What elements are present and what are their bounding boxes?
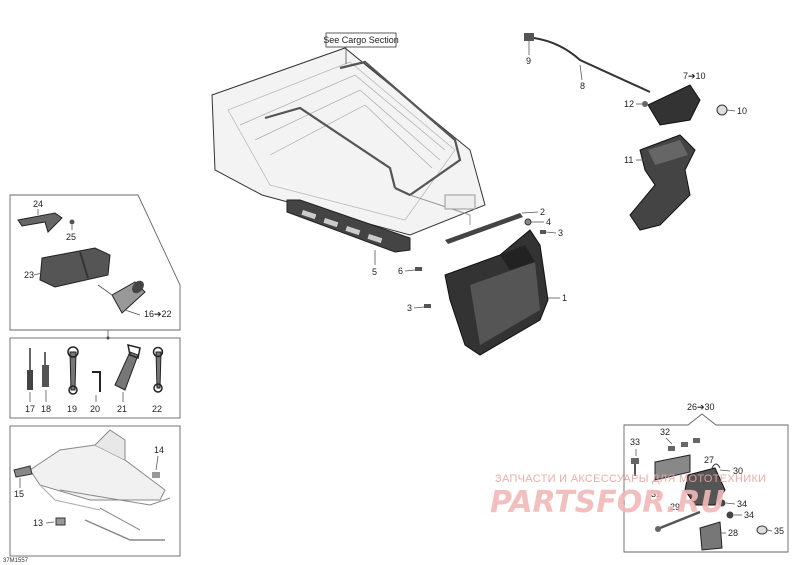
part-23-tool-bag: 23 bbox=[24, 247, 111, 288]
label-29: 29 bbox=[670, 502, 680, 512]
label-32: 32 bbox=[660, 427, 670, 437]
part-31-plate: 31 bbox=[651, 454, 691, 499]
part-6-screw: 6 bbox=[398, 266, 422, 276]
label-11: 11 bbox=[624, 155, 633, 165]
label-20: 20 bbox=[90, 404, 100, 414]
label-16: 16➔22 bbox=[144, 309, 172, 319]
part-33-bolt: 33 bbox=[630, 437, 640, 476]
label-35: 35 bbox=[774, 526, 784, 536]
label-27: 27 bbox=[704, 455, 714, 465]
label-30: 30 bbox=[733, 466, 743, 476]
part-22-wrench: 22 bbox=[152, 346, 164, 414]
toolkit-panel bbox=[9, 194, 181, 331]
part-30-pin: 30 bbox=[711, 463, 743, 476]
part-27-hitch-body: 27 bbox=[684, 455, 726, 506]
part-20-hex-key: 20 bbox=[90, 371, 101, 414]
label-6: 6 bbox=[398, 266, 403, 276]
callout-label: See Cargo Section bbox=[323, 35, 399, 45]
part-34-nuts: 34 34 bbox=[718, 499, 754, 520]
label-21: 21 bbox=[117, 404, 127, 414]
label-19: 19 bbox=[67, 404, 77, 414]
part-11-housing: 11 bbox=[624, 134, 696, 231]
part-28-bracket: 28 bbox=[699, 521, 738, 551]
label-31: 31 bbox=[651, 489, 661, 499]
label-17: 17 bbox=[25, 404, 35, 414]
label-7: 7➔10 bbox=[683, 71, 706, 81]
label-3-lower: 3 bbox=[407, 303, 412, 313]
tools-panel bbox=[9, 337, 181, 419]
label-1: 1 bbox=[562, 293, 567, 303]
label-10: 10 bbox=[737, 106, 747, 116]
label-28: 28 bbox=[728, 528, 738, 538]
label-13: 13 bbox=[33, 518, 43, 528]
watermark-line1: ЗАПЧАСТИ И АКСЕССУАРЫ ДЛЯ МОТОТЕХНИКИ bbox=[495, 473, 766, 485]
part-5-side-rail: 5 bbox=[286, 199, 411, 277]
label-23: 23 bbox=[24, 270, 34, 280]
part-19-wrench: 19 bbox=[67, 346, 79, 414]
decals-panel bbox=[9, 425, 181, 557]
label-12: 12 bbox=[624, 99, 634, 109]
see-cargo-section-callout: See Cargo Section bbox=[323, 32, 399, 64]
snowmobile-illustration bbox=[29, 429, 171, 541]
part-16-tool-roll: 16➔22 bbox=[97, 280, 172, 319]
part-12-grommet: 12 bbox=[624, 99, 648, 109]
part-18-bit-tool: 18 bbox=[41, 352, 51, 414]
part-15-decal: 15 bbox=[13, 465, 33, 499]
part-9-connector: 9 bbox=[524, 33, 534, 66]
part-13-decal: 13 bbox=[33, 517, 66, 528]
part-17-screwdriver: 17 bbox=[25, 348, 35, 414]
drawing-number: 37M1557 bbox=[3, 558, 29, 564]
part-7-taillight: 7➔10 bbox=[647, 71, 706, 126]
part-24-bracket: 24 bbox=[17, 199, 63, 233]
label-5: 5 bbox=[372, 267, 377, 277]
watermark: ЗАПЧАСТИ И АКСЕССУАРЫ ДЛЯ МОТОТЕХНИКИ PA… bbox=[490, 473, 766, 520]
label-3-upper: 3 bbox=[558, 228, 563, 238]
label-14: 14 bbox=[154, 445, 164, 455]
part-10-bulb: 10 bbox=[716, 104, 747, 116]
label-26: 26➔30 bbox=[687, 402, 715, 412]
part-3-screw-lower: 3 bbox=[407, 303, 431, 313]
part-21-spanner: 21 bbox=[114, 343, 141, 414]
label-22: 22 bbox=[152, 404, 162, 414]
part-35-cap: 35 bbox=[756, 525, 784, 536]
watermark-line2: PARTSFOR.RU bbox=[490, 485, 725, 520]
label-25: 25 bbox=[66, 232, 76, 242]
label-9: 9 bbox=[526, 56, 531, 66]
part-3-screw-upper: 3 bbox=[540, 228, 563, 238]
hitch-panel: 26➔30 bbox=[623, 402, 789, 553]
part-29-bolt: 29 bbox=[655, 502, 701, 532]
label-24: 24 bbox=[33, 199, 43, 209]
label-33: 33 bbox=[630, 437, 640, 447]
label-2: 2 bbox=[540, 207, 545, 217]
label-4: 4 bbox=[546, 217, 551, 227]
label-34-upper: 34 bbox=[737, 499, 747, 509]
tunnel-cargo-rack bbox=[211, 47, 486, 236]
label-8: 8 bbox=[580, 81, 585, 91]
label-34-lower: 34 bbox=[744, 510, 754, 520]
label-18: 18 bbox=[41, 404, 51, 414]
part-8-harness: 8 bbox=[533, 37, 651, 93]
part-25-screw: 25 bbox=[66, 219, 76, 242]
part-2-strip: 2 bbox=[445, 207, 545, 244]
part-1-snow-flap: 1 bbox=[444, 229, 567, 356]
part-32-bolts: 32 bbox=[660, 427, 700, 451]
part-4-nut: 4 bbox=[524, 217, 551, 227]
label-15: 15 bbox=[14, 489, 24, 499]
part-14-decal: 14 bbox=[152, 445, 164, 478]
